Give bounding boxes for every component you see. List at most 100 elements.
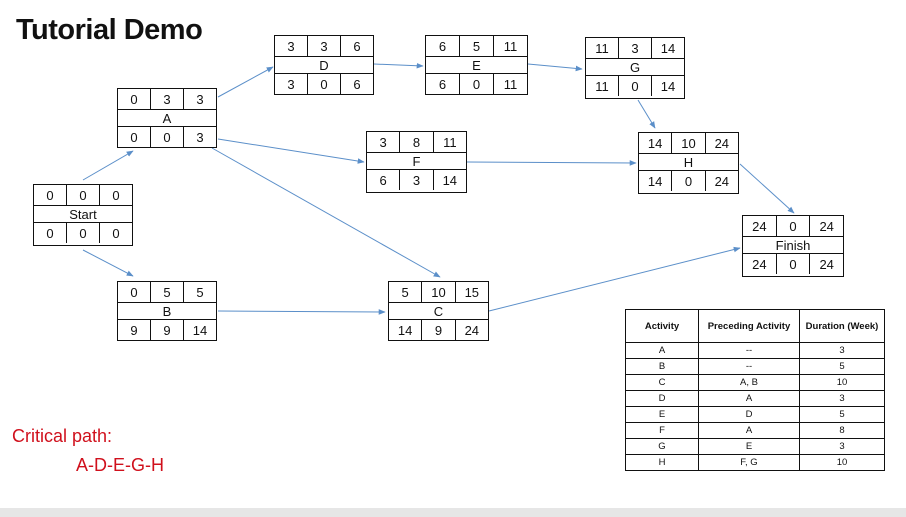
table-row: A--3 — [625, 342, 885, 359]
cell-preceding: F, G — [698, 454, 800, 471]
cell-preceding: E — [698, 438, 800, 455]
cell-activity: A — [625, 342, 699, 359]
node-h-name: H — [639, 153, 738, 171]
arrow-start-b — [82, 249, 134, 277]
node-start-es: 0 — [46, 187, 54, 203]
node-start-lf: 0 — [99, 223, 132, 243]
arrow-c-finish — [488, 246, 741, 312]
node-c-name: C — [389, 302, 488, 320]
node-f-es: 3 — [379, 134, 387, 150]
node-g-slack: 0 — [618, 76, 651, 96]
node-a-ef: 3 — [183, 89, 216, 109]
cell-preceding: -- — [698, 342, 800, 359]
node-f-ef: 11 — [432, 132, 466, 152]
node-a-dur: 3 — [150, 89, 183, 109]
node-c-ef: 15 — [454, 282, 488, 302]
node-b-slack: 9 — [150, 320, 183, 340]
cell-activity: E — [625, 406, 699, 423]
cell-duration: 5 — [799, 358, 885, 375]
arrow-start-a — [82, 150, 134, 181]
cell-activity: C — [625, 374, 699, 391]
node-c-ls: 14 — [397, 322, 413, 338]
node-f-ls: 6 — [379, 172, 387, 188]
cell-preceding: -- — [698, 358, 800, 375]
node-d-es: 3 — [287, 38, 295, 54]
node-g-name: G — [586, 58, 684, 76]
cell-activity: H — [625, 454, 699, 471]
table-row: B--5 — [625, 358, 885, 375]
critical-path-label: Critical path: — [12, 426, 113, 446]
node-finish-lf: 24 — [809, 254, 843, 274]
arrow-d-e — [373, 62, 424, 69]
cell-preceding: D — [698, 406, 800, 423]
node-f-dur: 8 — [399, 132, 432, 152]
node-start-ls: 0 — [46, 225, 54, 241]
node-a-es: 0 — [130, 91, 138, 107]
node-b-dur: 5 — [150, 282, 183, 302]
node-b-ef: 5 — [183, 282, 216, 302]
node-finish-es: 24 — [752, 218, 767, 234]
node-g-ef: 14 — [651, 38, 684, 58]
node-c-slack: 9 — [421, 320, 454, 340]
node-e-dur: 5 — [459, 36, 493, 56]
header-activity: Activity — [625, 309, 699, 343]
node-finish-ef: 24 — [809, 216, 843, 236]
header-preceding: Preceding Activity — [698, 309, 800, 343]
node-finish-dur: 0 — [775, 216, 810, 236]
node-start-ef: 0 — [99, 185, 132, 205]
table-header-row: Activity Preceding Activity Duration (We… — [625, 309, 885, 343]
arrow-a-d — [217, 66, 274, 98]
node-e-name: E — [426, 56, 527, 74]
node-start-name: Start — [34, 205, 132, 223]
node-finish-slack: 0 — [775, 254, 810, 274]
node-e-lf: 11 — [493, 74, 527, 94]
node-d-ls: 3 — [287, 76, 295, 92]
cell-preceding: A — [698, 390, 800, 407]
activity-table: Activity Preceding Activity Duration (We… — [625, 309, 885, 471]
arrow-f-h — [466, 160, 637, 166]
node-h-ls: 14 — [647, 173, 663, 189]
node-start-slack: 0 — [66, 223, 99, 243]
arrow-g-h — [637, 99, 656, 129]
cell-duration: 10 — [799, 454, 885, 471]
node-e-slack: 0 — [459, 74, 493, 94]
node-a-name: A — [118, 109, 216, 127]
node-h-slack: 0 — [671, 171, 704, 191]
header-duration: Duration (Week) — [799, 309, 885, 343]
node-b-lf: 14 — [183, 320, 216, 340]
arrow-a-c — [211, 147, 441, 278]
node-g-es: 11 — [595, 40, 609, 56]
node-g-dur: 3 — [618, 38, 651, 58]
node-c-lf: 24 — [454, 320, 488, 340]
node-f-name: F — [367, 152, 466, 170]
node-d-dur: 3 — [307, 36, 340, 56]
node-h-lf: 24 — [704, 171, 738, 191]
arrow-a-f — [217, 138, 365, 164]
node-d-slack: 0 — [307, 74, 340, 94]
node-a-ls: 0 — [130, 129, 138, 145]
node-finish-name: Finish — [743, 236, 843, 254]
node-e-ef: 11 — [493, 36, 527, 56]
node-c-es: 5 — [401, 284, 409, 300]
node-h-dur: 10 — [671, 133, 704, 153]
node-f-slack: 3 — [399, 170, 432, 190]
node-d-lf: 6 — [340, 74, 373, 94]
cell-duration: 8 — [799, 422, 885, 439]
cell-duration: 10 — [799, 374, 885, 391]
critical-path-value: A-D-E-G-H — [76, 455, 164, 475]
cell-preceding: A — [698, 422, 800, 439]
node-b-name: B — [118, 302, 216, 320]
